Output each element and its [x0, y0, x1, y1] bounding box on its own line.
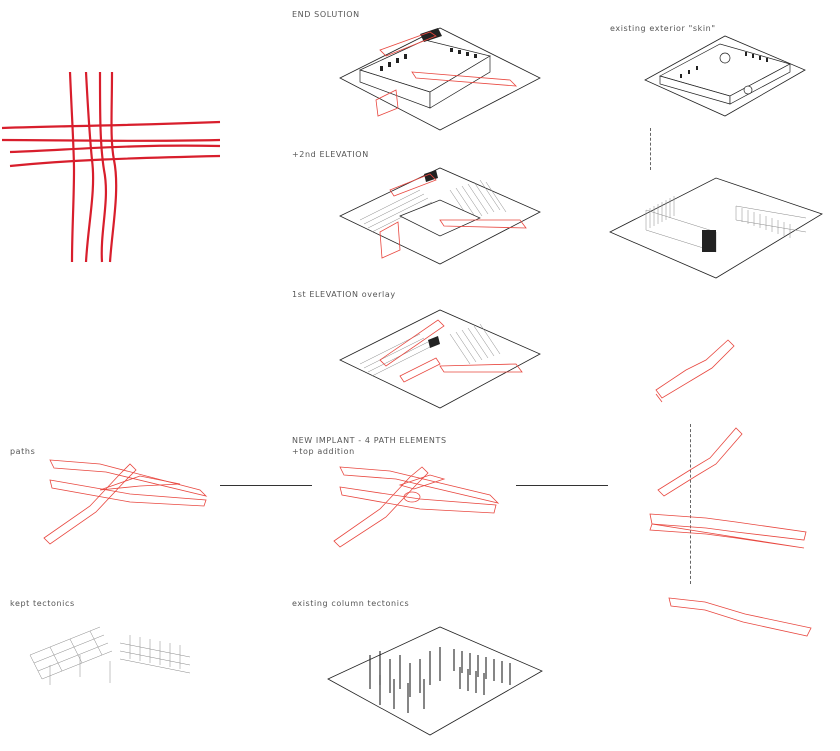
- label-new-implant: NEW IMPLANT - 4 PATH ELEMENTS: [292, 436, 447, 445]
- label-first-elevation: 1st ELEVATION overlay: [292, 290, 396, 299]
- connector-line-right: [516, 485, 608, 486]
- separator-dashed-top: [650, 128, 651, 170]
- end-solution-diagram: [339, 27, 541, 131]
- path-element-b: [657, 427, 743, 497]
- path-element-a: [655, 339, 735, 403]
- path-element-c: [649, 513, 807, 549]
- label-kept-tectonics: kept tectonics: [10, 599, 75, 608]
- kept-tectonics-diagram: [29, 626, 191, 685]
- second-elevation-diagram: [339, 167, 541, 265]
- label-existing-skin: existing exterior "skin": [610, 24, 716, 33]
- existing-skin-diagram: [644, 35, 806, 117]
- paths-diagram: [43, 459, 208, 545]
- label-paths: paths: [10, 447, 36, 456]
- existing-columns-diagram: [327, 626, 543, 736]
- first-elevation-diagram: [339, 309, 541, 409]
- red-path-sketch: [1, 71, 221, 263]
- new-implant-diagram: [333, 466, 500, 548]
- label-second-elevation: +2nd ELEVATION: [292, 150, 369, 159]
- label-end-solution: END SOLUTION: [292, 10, 360, 19]
- connector-line-left: [220, 485, 312, 486]
- path-element-d: [668, 597, 812, 637]
- skin-walls-diagram: [609, 177, 823, 279]
- label-existing-columns: existing column tectonics: [292, 599, 410, 608]
- separator-dashed-mid: [690, 424, 691, 584]
- label-top-addition: +top addition: [292, 447, 355, 456]
